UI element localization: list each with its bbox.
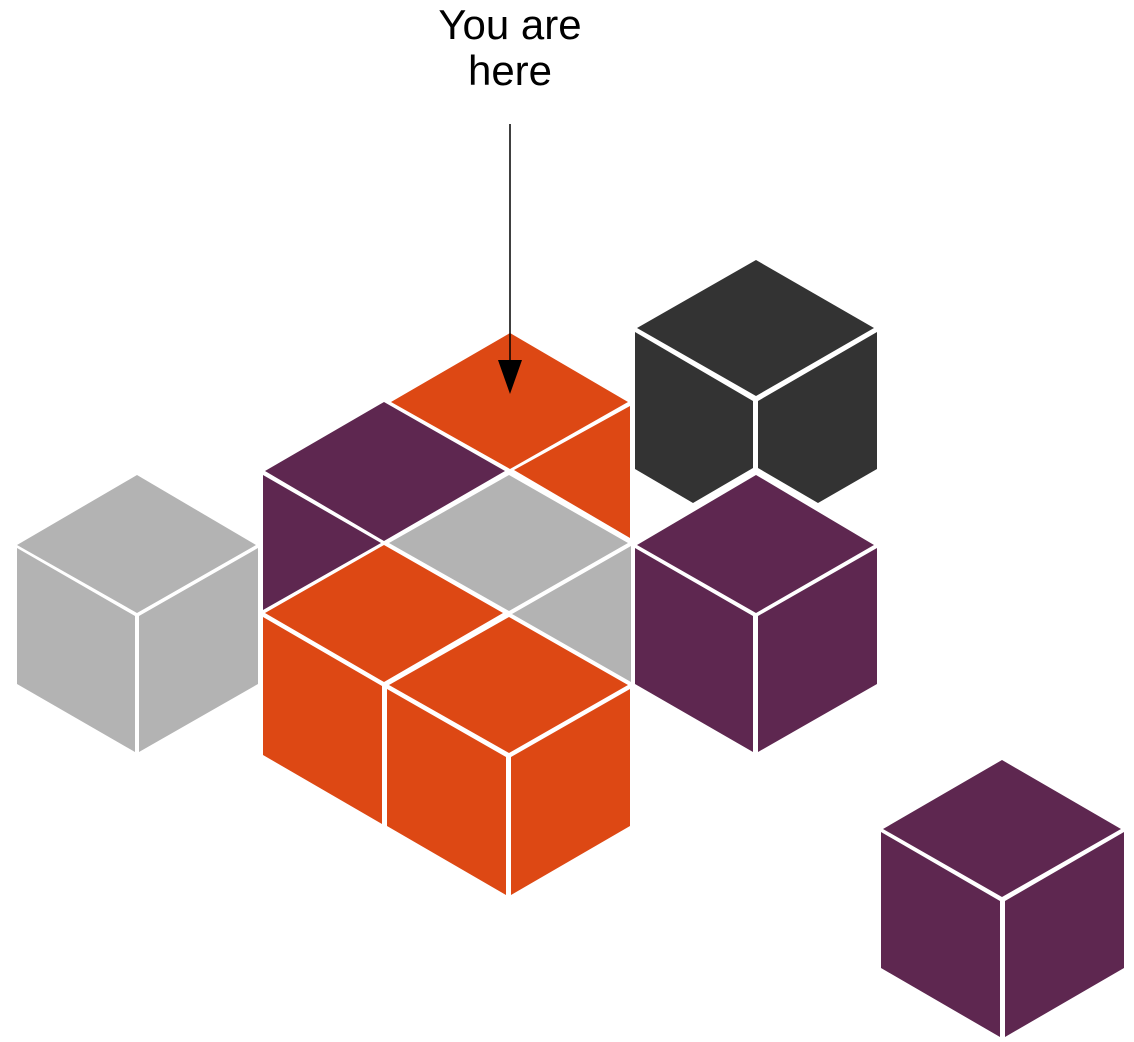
gray-cube-left <box>17 475 258 752</box>
you-are-here-line-1: You are <box>380 2 640 48</box>
you-are-here-label: You are here <box>380 2 640 94</box>
purple-cube-bottom-right <box>881 760 1124 1037</box>
you-are-here-line-2: here <box>380 48 640 94</box>
dark-cube <box>635 260 877 503</box>
purple-cube-right <box>635 475 877 752</box>
